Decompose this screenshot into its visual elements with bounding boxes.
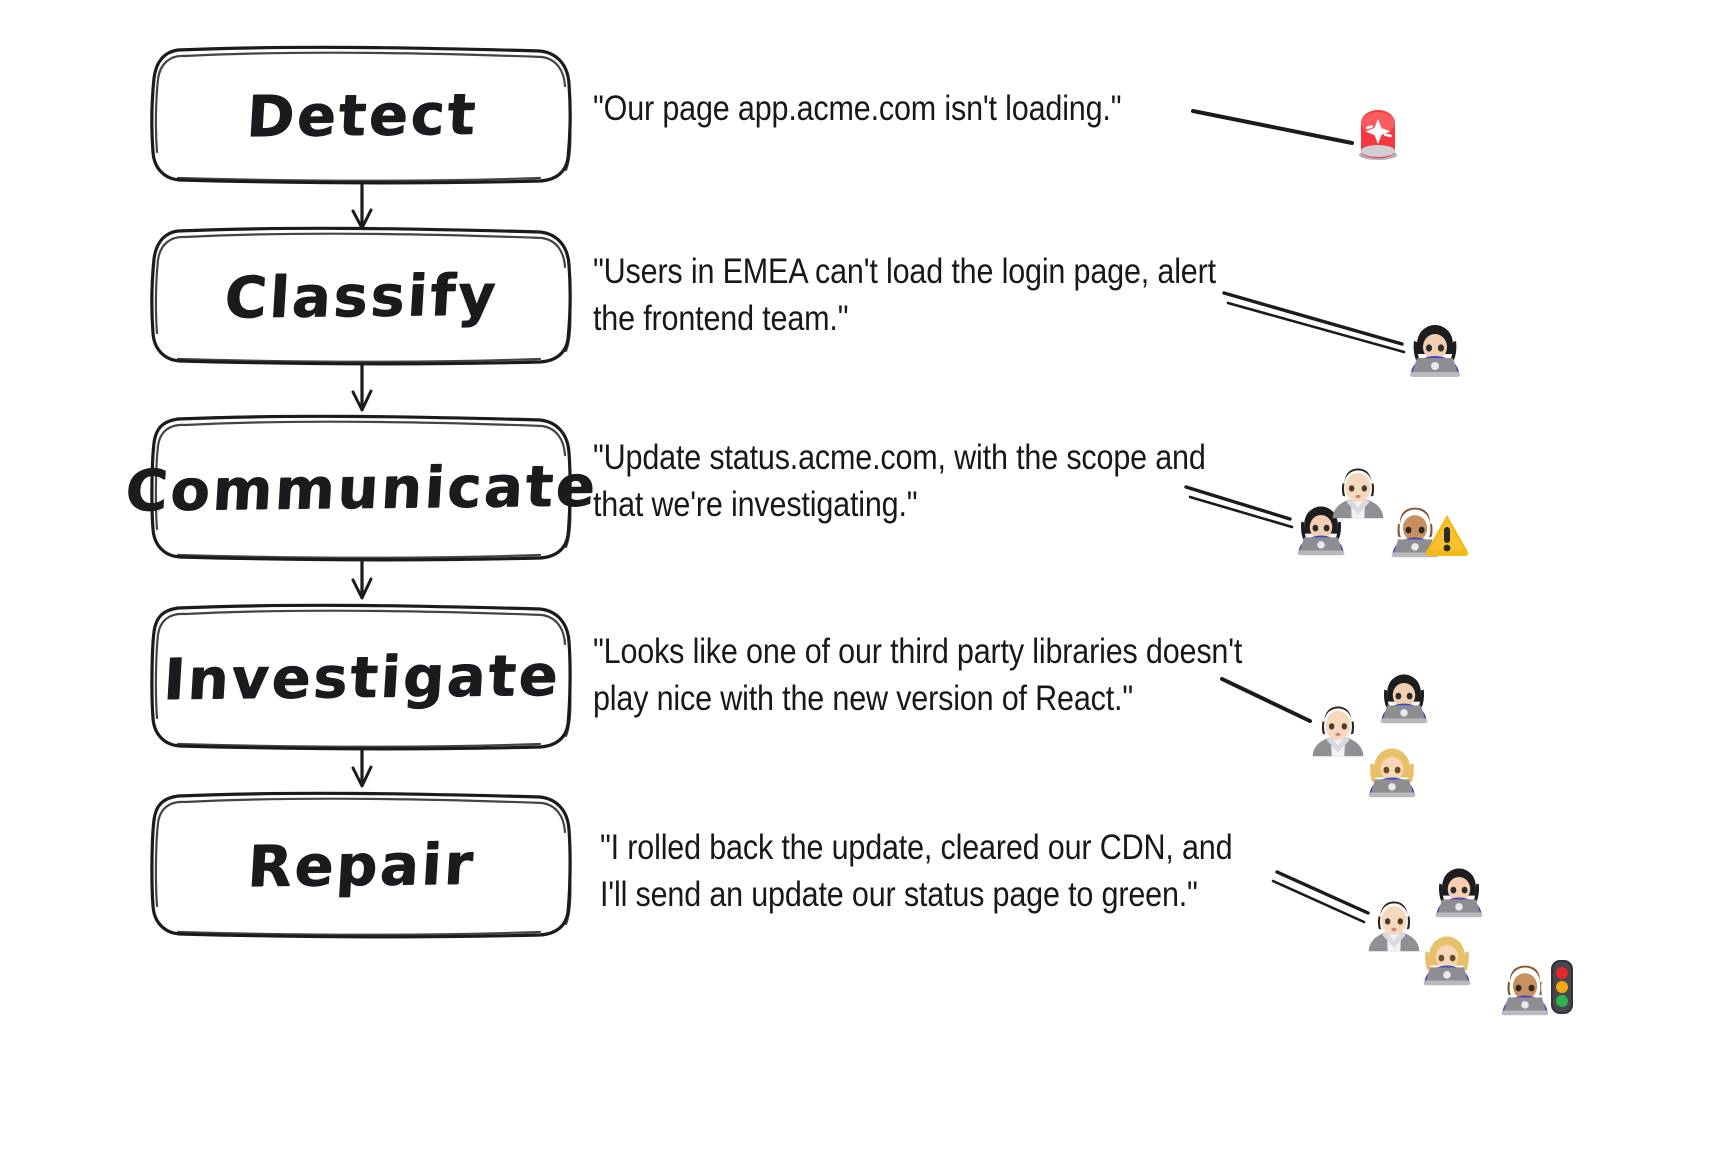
quote-repair: "I rolled back the update, cleared our C… <box>600 827 1233 914</box>
connector-communicate-investigate <box>351 560 373 600</box>
man-technologist-icon <box>1386 502 1444 560</box>
stage-label-detect: Detect <box>244 81 480 151</box>
woman-technologist-icon <box>1430 862 1488 920</box>
pointer-repair <box>1271 870 1370 924</box>
pointer-detect <box>1191 109 1354 145</box>
stage-box-detect <box>150 45 572 185</box>
stage-label-communicate: Communicate <box>124 453 600 525</box>
stage-classify[interactable]: Classify <box>153 229 571 365</box>
person-in-suit-icon <box>1330 462 1386 522</box>
stage-investigate[interactable]: Investigate <box>153 606 571 750</box>
stage-box-repair <box>150 791 572 939</box>
woman-technologist-icon <box>1375 668 1433 726</box>
stage-box-classify <box>150 226 572 366</box>
pointer-investigate <box>1220 677 1312 723</box>
stage-detect[interactable]: Detect <box>153 48 571 184</box>
stage-communicate[interactable]: Communicate <box>124 417 600 561</box>
warning-sign-icon <box>1424 512 1470 556</box>
woman-technologist-icon <box>1404 318 1466 380</box>
quote-communicate: "Update status.acme.com, with the scope … <box>593 437 1206 524</box>
stage-box-investigate <box>150 603 572 751</box>
quote-classify: "Users in EMEA can't load the login page… <box>593 251 1216 338</box>
stage-label-repair: Repair <box>246 831 478 901</box>
blonde-woman-technologist-icon <box>1363 742 1421 800</box>
quote-investigate: "Looks like one of our third party libra… <box>593 631 1243 718</box>
stage-label-investigate: Investigate <box>161 642 563 714</box>
connector-classify-communicate <box>351 364 373 412</box>
connector-detect-classify <box>351 182 373 230</box>
stage-box-communicate <box>150 414 572 562</box>
person-in-suit-icon <box>1310 700 1366 760</box>
police-car-light-icon <box>1352 105 1404 163</box>
quote-detect: "Our page app.acme.com isn't loading." <box>593 88 1122 128</box>
woman-technologist-icon <box>1292 500 1350 558</box>
man-technologist-icon <box>1496 960 1554 1018</box>
person-in-suit-icon <box>1366 895 1422 955</box>
stage-repair[interactable]: Repair <box>153 794 571 938</box>
stage-label-classify: Classify <box>223 262 501 332</box>
connector-investigate-repair <box>351 749 373 788</box>
blonde-woman-technologist-icon <box>1418 930 1476 988</box>
traffic-light-icon <box>1545 958 1579 1016</box>
pointer-communicate <box>1184 485 1294 529</box>
pointer-classify <box>1222 291 1406 354</box>
